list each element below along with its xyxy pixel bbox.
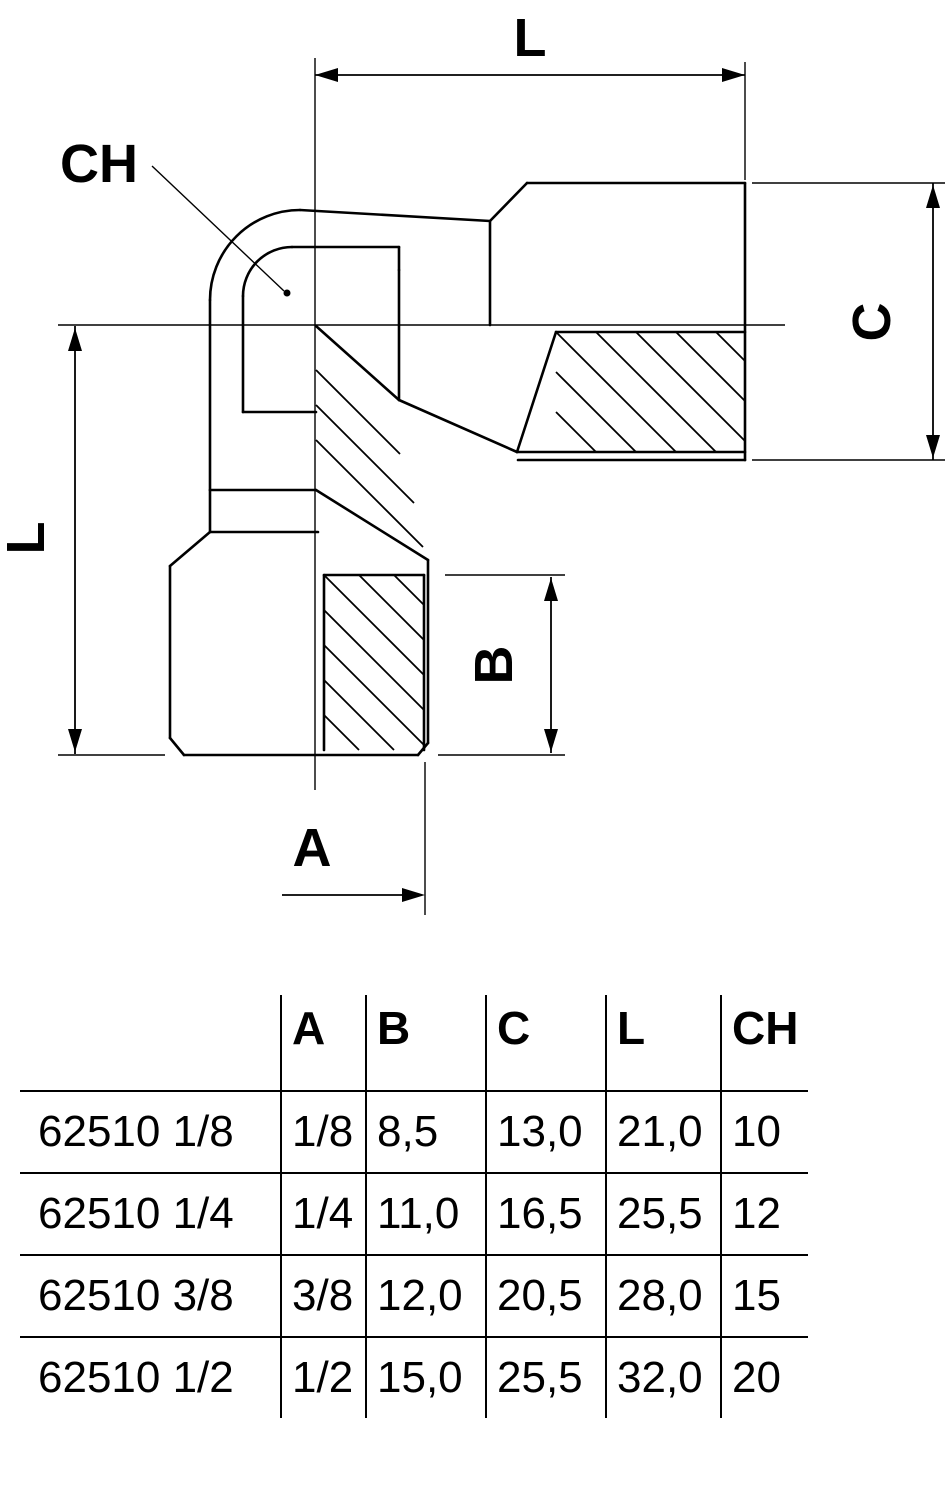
value-cell-b: 15,0 — [365, 1336, 485, 1418]
elbow-fitting-drawing: L C L B A CH — [0, 8, 945, 915]
arrow-up-icon — [926, 185, 940, 208]
dimension-A: A — [282, 762, 426, 915]
value-cell-a: 1/4 — [280, 1172, 365, 1254]
right-port-outline — [488, 181, 747, 462]
value-cell-b: 11,0 — [365, 1172, 485, 1254]
dim-label-right-C: C — [842, 303, 902, 342]
header-cell-part — [20, 995, 280, 1090]
value-cell-ch: 12 — [720, 1172, 808, 1254]
right-port-threads — [555, 331, 746, 453]
dimension-B: B — [438, 574, 565, 756]
arrow-left-icon — [315, 68, 338, 82]
lower-port-threads — [323, 574, 425, 751]
value-cell-l: 32,0 — [605, 1336, 720, 1418]
value-cell-ch: 10 — [720, 1090, 808, 1172]
dimension-right-C: C — [752, 182, 945, 461]
part-number-cell: 62510 1/2 — [20, 1336, 280, 1418]
arrow-right-icon — [402, 888, 425, 902]
value-cell-a: 3/8 — [280, 1254, 365, 1336]
header-cell-a: A — [280, 995, 365, 1090]
value-cell-ch: 20 — [720, 1336, 808, 1418]
arrow-up-icon — [68, 328, 82, 351]
arrow-right-icon — [722, 68, 745, 82]
header-cell-l: L — [605, 995, 720, 1090]
value-cell-c: 16,5 — [485, 1172, 605, 1254]
value-cell-l: 25,5 — [605, 1172, 720, 1254]
value-cell-ch: 15 — [720, 1254, 808, 1336]
centerlines — [58, 58, 785, 790]
value-cell-a: 1/2 — [280, 1336, 365, 1418]
dim-label-top-L: L — [514, 8, 547, 68]
arrow-down-icon — [926, 435, 940, 458]
part-number-cell: 62510 3/8 — [20, 1254, 280, 1336]
header-cell-b: B — [365, 995, 485, 1090]
part-number-cell: 62510 1/4 — [20, 1172, 280, 1254]
value-cell-l: 21,0 — [605, 1090, 720, 1172]
arrow-up-icon — [544, 578, 558, 601]
arrow-down-icon — [544, 729, 558, 752]
value-cell-l: 28,0 — [605, 1254, 720, 1336]
header-cell-c: C — [485, 995, 605, 1090]
spec-table: A B C L CH 62510 1/8 1/8 8,5 13,0 21,0 1… — [20, 995, 808, 1418]
section-hatch-mid — [315, 369, 424, 548]
leader-dot-icon — [283, 289, 291, 297]
value-cell-c: 20,5 — [485, 1254, 605, 1336]
value-cell-b: 12,0 — [365, 1254, 485, 1336]
dim-label-A: A — [293, 818, 332, 878]
dim-label-left-L: L — [0, 522, 56, 555]
leader-CH: CH — [60, 134, 291, 297]
value-cell-c: 13,0 — [485, 1090, 605, 1172]
dimension-top-L: L — [315, 8, 746, 180]
value-cell-c: 25,5 — [485, 1336, 605, 1418]
part-number-cell: 62510 1/8 — [20, 1090, 280, 1172]
dim-label-B: B — [464, 646, 524, 685]
lower-port-outline — [168, 530, 430, 757]
value-cell-b: 8,5 — [365, 1090, 485, 1172]
value-cell-a: 1/8 — [280, 1090, 365, 1172]
arrow-down-icon — [68, 729, 82, 752]
elbow-body — [208, 208, 519, 562]
dimension-left-L: L — [0, 326, 165, 756]
header-cell-ch: CH — [720, 995, 808, 1090]
leader-label-CH: CH — [60, 134, 138, 194]
